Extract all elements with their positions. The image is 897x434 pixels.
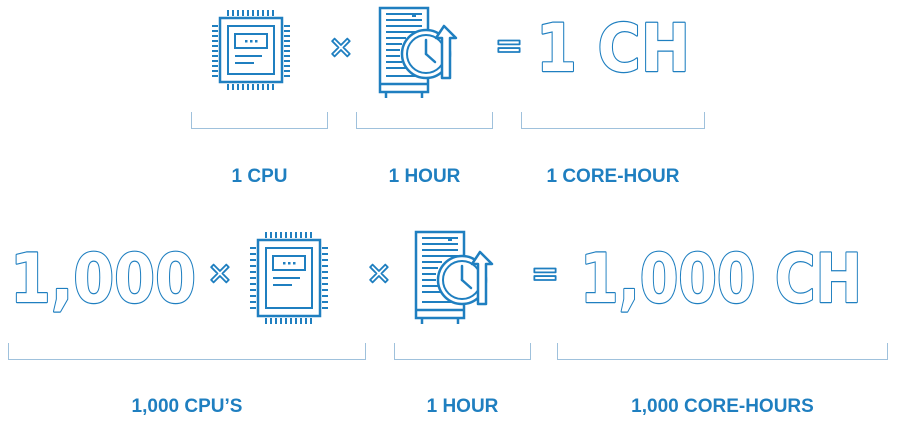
svg-text:×: × [207,256,232,291]
row2-result-text: 1,000 CH [579,239,863,320]
svg-text:=: = [531,254,560,294]
multiply-symbol: × [328,29,355,66]
label-cpu-row2: 1,000 CPU’S [131,396,243,417]
label-hour-row1: 1 HOUR [388,166,461,187]
svg-text:×: × [328,30,353,65]
svg-text:1,000: 1,000 [10,240,196,319]
bracket-result-row2 [557,343,888,360]
svg-text:1 CH: 1 CH [536,10,690,87]
label-result-row2: 1,000 CORE-HOURS [631,396,814,417]
label-cpu-row1: 1 CPU [231,166,288,187]
svg-text:×: × [366,256,391,291]
bracket-cpu-row2 [8,343,366,360]
equals-symbol: = [494,25,524,67]
svg-text:=: = [495,26,524,66]
label-result-row1: 1 CORE-HOUR [546,166,680,187]
svg-text:1,000 CH: 1,000 CH [580,240,862,319]
bracket-hour-row1 [356,112,493,129]
cpu-chip-icon [250,232,328,324]
cpu-chip-icon [212,10,290,90]
multiply-symbol-2: × [366,255,393,292]
bracket-hour-row2 [394,343,531,360]
bracket-result-row1 [521,112,705,129]
label-hour-row2: 1 HOUR [426,396,499,417]
row1-result-text: 1 CH [535,9,691,88]
row2-multiplier-text: 1,000 [9,239,197,320]
equals-symbol: = [530,253,560,295]
bracket-cpu-row1 [191,112,328,129]
server-clock-icon [378,6,458,98]
multiply-symbol-1: × [207,255,234,292]
server-clock-icon [414,230,494,324]
